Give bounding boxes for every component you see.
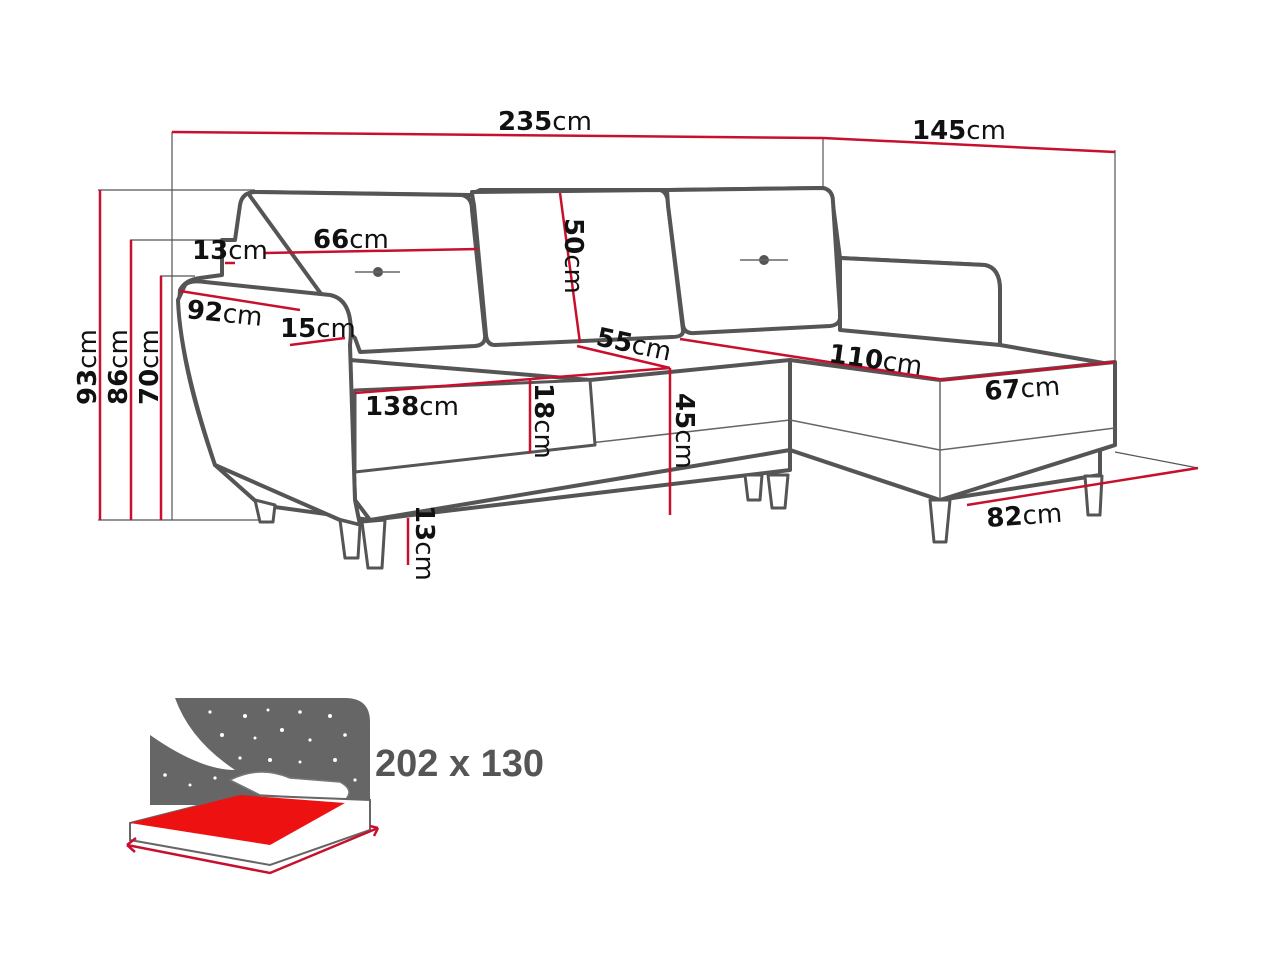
label-total-height: 93cm (73, 329, 103, 405)
bed-night-icon (126, 698, 380, 875)
sleeping-area-label: 202 x 130 (375, 743, 544, 785)
label-armrest-width: 15cm (280, 314, 356, 344)
label-chaise-base-depth: 82cm (985, 499, 1063, 534)
label-leg-height: 13cm (409, 505, 439, 581)
label-back-cushion-width: 66cm (313, 225, 389, 255)
label-chaise-width: 67cm (983, 372, 1061, 407)
label-back-cushion-height: 50cm (558, 218, 588, 294)
label-seat-height: 45cm (669, 393, 699, 469)
label-seat-cushion-height: 18cm (528, 383, 558, 459)
label-armrest-depth: 92cm (185, 295, 264, 333)
dimension-lines (98, 130, 1199, 565)
label-total-width: 235cm (498, 107, 592, 137)
label-chaise-depth-total: 145cm (912, 116, 1006, 146)
extension-lines (98, 132, 1199, 521)
label-armrest-height: 70cm (135, 329, 165, 405)
label-backrest-thickness: 13cm (192, 236, 268, 266)
label-seat-width: 138cm (365, 392, 459, 422)
label-chaise-length: 110cm (827, 339, 924, 382)
label-back-height: 86cm (104, 329, 134, 405)
